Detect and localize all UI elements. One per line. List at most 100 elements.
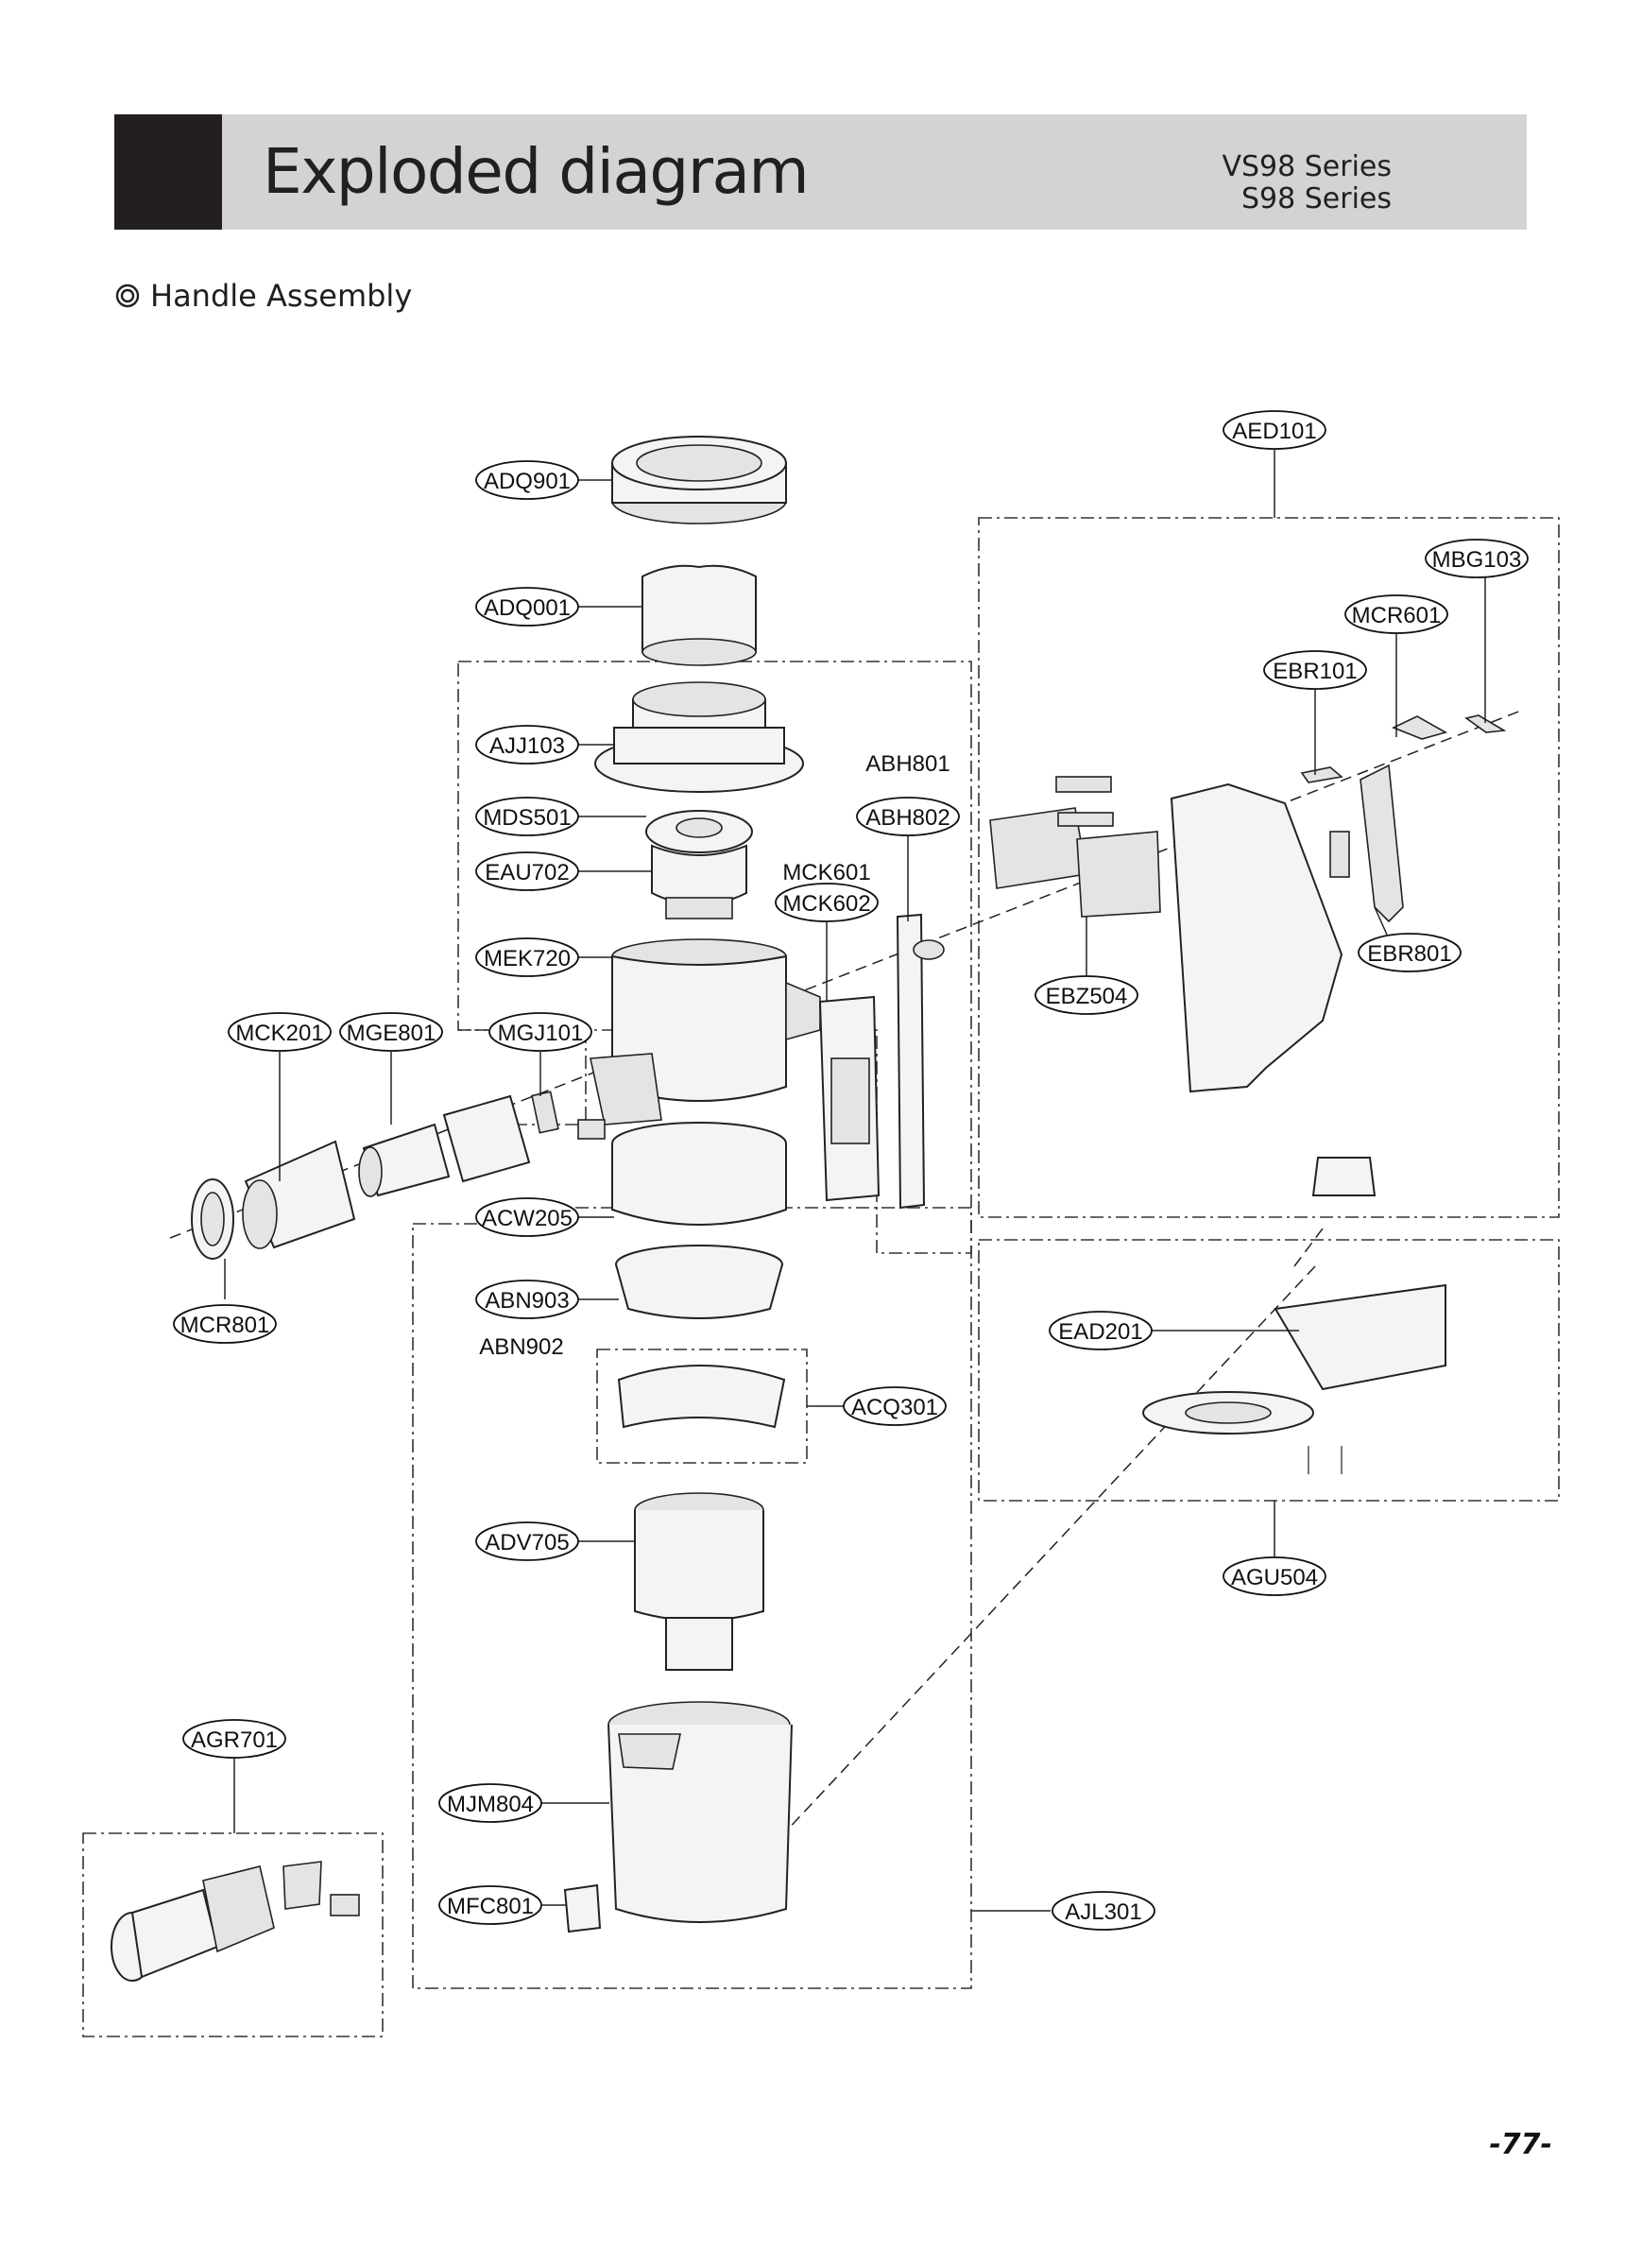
- leader-lines: [224, 450, 1486, 1912]
- svg-text:MCK201: MCK201: [235, 1021, 323, 1046]
- part-mck602-drawing: [818, 995, 881, 1202]
- part-adv705-drawing: [634, 1492, 764, 1671]
- header-accent-block: [114, 114, 222, 230]
- section-title-text: Handle Assembly: [150, 278, 413, 314]
- callout-MDS501: MDS501: [475, 797, 579, 836]
- part-adq001-drawing: [641, 564, 757, 666]
- svg-text:EAU702: EAU702: [485, 860, 569, 885]
- callout-AJL301: AJL301: [1052, 1891, 1155, 1931]
- callout-AED101: AED101: [1223, 410, 1326, 450]
- callout-ADQ001: ADQ001: [475, 587, 579, 627]
- callout-EBZ504: EBZ504: [1035, 975, 1138, 1015]
- group-box-aed101: [978, 517, 1560, 1218]
- callout-ABN902: ABN902: [479, 1334, 563, 1360]
- callout-ACW205: ACW205: [475, 1197, 579, 1237]
- header-band: [114, 114, 1527, 230]
- part-abh802-drawing: [896, 913, 945, 1210]
- svg-text:ABH802: ABH802: [865, 805, 949, 831]
- part-mek720-drawing: [590, 938, 821, 1125]
- svg-text:MDS501: MDS501: [483, 805, 571, 831]
- svg-text:MCR801: MCR801: [180, 1313, 270, 1338]
- callout-ADQ901: ADQ901: [475, 460, 579, 500]
- series-list: VS98 Series S98 Series: [1222, 151, 1392, 215]
- part-mds501-drawing: [645, 810, 753, 853]
- svg-text:MGE801: MGE801: [347, 1021, 436, 1046]
- callout-ABH802: ABH802: [856, 797, 960, 836]
- double-circle-icon: [115, 284, 140, 308]
- svg-text:EAD201: EAD201: [1058, 1319, 1142, 1345]
- section-title: Handle Assembly: [114, 277, 412, 315]
- svg-text:MGJ101: MGJ101: [498, 1021, 584, 1046]
- group-box-agr701: [82, 1832, 384, 2037]
- group-box-agu504: [978, 1239, 1560, 1502]
- svg-text:AGR701: AGR701: [191, 1727, 278, 1753]
- part-aed101-drawing: [989, 714, 1507, 1196]
- svg-text:ADQ001: ADQ001: [484, 595, 571, 621]
- svg-text:MFC801: MFC801: [447, 1894, 534, 1919]
- part-agr701-drawing: [111, 1861, 360, 1982]
- part-eau702-drawing: [651, 844, 747, 919]
- axis-vertical: [783, 1265, 1316, 1834]
- callout-MCK602: MCK602: [775, 883, 879, 922]
- part-abn903-drawing: [615, 1245, 783, 1319]
- part-acw205-drawing: [611, 1122, 787, 1226]
- svg-text:MJM804: MJM804: [447, 1792, 534, 1817]
- page-title: Exploded diagram: [263, 135, 810, 208]
- group-boxes: [82, 517, 1560, 2037]
- part-mfc801-drawing: [563, 1883, 602, 1933]
- svg-text:AJL301: AJL301: [1065, 1899, 1141, 1925]
- part-ajj103-drawing: [594, 681, 804, 793]
- svg-text:ABH801: ABH801: [865, 751, 949, 777]
- callout-ADV705: ADV705: [475, 1521, 579, 1561]
- part-acq301-drawing: [617, 1365, 786, 1429]
- svg-text:ADQ901: ADQ901: [484, 469, 571, 494]
- callout-EAD201: EAD201: [1049, 1311, 1153, 1350]
- svg-text:MCK601: MCK601: [782, 860, 870, 885]
- series-vs98: VS98 Series: [1222, 150, 1392, 183]
- callout-EBR801: EBR801: [1358, 933, 1462, 972]
- callout-ACQ301: ACQ301: [843, 1386, 947, 1426]
- svg-text:AJJ103: AJJ103: [489, 733, 565, 759]
- svg-text:ABN903: ABN903: [485, 1288, 569, 1314]
- callout-MJM804: MJM804: [438, 1783, 542, 1823]
- callout-MCK601: MCK601: [782, 860, 870, 885]
- callout-ABH801: ABH801: [865, 751, 949, 777]
- svg-text:EBR801: EBR801: [1367, 941, 1451, 967]
- svg-text:AED101: AED101: [1232, 419, 1316, 444]
- svg-text:EBR101: EBR101: [1273, 659, 1357, 684]
- callout-AGU504: AGU504: [1223, 1556, 1326, 1596]
- callout-MGJ101: MGJ101: [488, 1012, 592, 1052]
- part-mge801-drawing: [358, 1094, 531, 1197]
- callout-MBG103: MBG103: [1425, 539, 1529, 578]
- callout-ABN903: ABN903: [475, 1280, 579, 1319]
- callout-MCR601: MCR601: [1344, 594, 1448, 634]
- svg-text:ABN902: ABN902: [479, 1334, 563, 1360]
- series-s98: S98 Series: [1240, 182, 1392, 215]
- part-mgj101-drawing: [531, 1091, 606, 1140]
- callout-EBR101: EBR101: [1263, 650, 1367, 690]
- callout-AJJ103: AJJ103: [475, 725, 579, 765]
- svg-text:ACW205: ACW205: [482, 1206, 573, 1231]
- part-agu504-drawing: [1142, 1283, 1446, 1474]
- callout-MEK720: MEK720: [475, 937, 579, 977]
- callout-MCK201: MCK201: [228, 1012, 332, 1052]
- callout-AGR701: AGR701: [182, 1719, 286, 1759]
- part-mck201-drawing: [242, 1140, 356, 1249]
- svg-text:ACQ301: ACQ301: [851, 1395, 938, 1420]
- part-mcr801-drawing: [191, 1178, 234, 1260]
- svg-text:EBZ504: EBZ504: [1046, 984, 1128, 1009]
- callout-MFC801: MFC801: [438, 1885, 542, 1925]
- callout-MGE801: MGE801: [339, 1012, 443, 1052]
- callout-EAU702: EAU702: [475, 851, 579, 891]
- svg-text:MBG103: MBG103: [1432, 547, 1522, 573]
- svg-text:ADV705: ADV705: [485, 1530, 569, 1555]
- svg-text:MEK720: MEK720: [484, 946, 571, 971]
- svg-text:AGU504: AGU504: [1231, 1565, 1318, 1590]
- svg-text:MCK602: MCK602: [782, 891, 870, 917]
- page-number: -77-: [1489, 2128, 1552, 2161]
- part-mjm804-drawing: [607, 1701, 793, 1923]
- axis-upper: [1293, 1228, 1324, 1267]
- callout-MCR801: MCR801: [173, 1304, 277, 1344]
- part-adq901-drawing: [611, 436, 787, 524]
